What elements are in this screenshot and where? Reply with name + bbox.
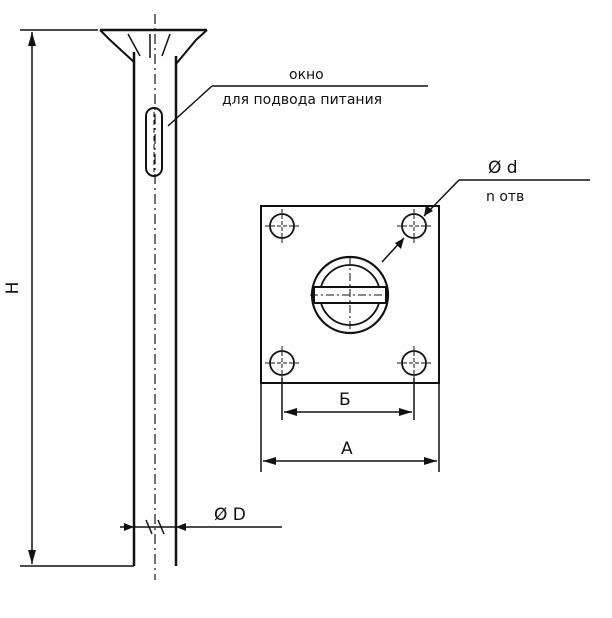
pole [99,14,208,580]
base-plate [260,205,440,384]
pole-flange-rib-left [127,33,141,57]
hole-leaders [381,179,590,263]
base-plate-outline [260,205,440,384]
window-label-line1: окно [289,67,324,83]
plate-width-dimension [260,383,440,472]
inner-spacing-dimension [281,378,415,420]
pole-diameter-label: Ø D [214,505,246,525]
hole-count-label: n отв [486,189,524,205]
height-dimension [20,29,134,567]
pole-flange-rib-right [161,33,171,57]
central-opening [310,255,390,335]
inner-spacing-label: Б [339,390,351,410]
pole-diameter-dimension [120,519,282,535]
window-label-line2: для подвода питания [222,92,382,108]
bolt-hole-top-left [265,209,299,243]
pole-flange-right [175,29,208,65]
pole-flange-left [99,29,135,63]
bolt-hole-bottom-left [265,346,299,380]
bolt-hole-top-right [397,209,431,243]
bolt-holes [265,209,431,380]
height-label: H [3,282,23,295]
hole-diameter-label: Ø d [488,158,518,178]
plate-width-label: А [341,439,353,459]
power-window-slot [145,107,163,177]
window-leader [167,85,428,127]
bolt-hole-bottom-right [397,346,431,380]
